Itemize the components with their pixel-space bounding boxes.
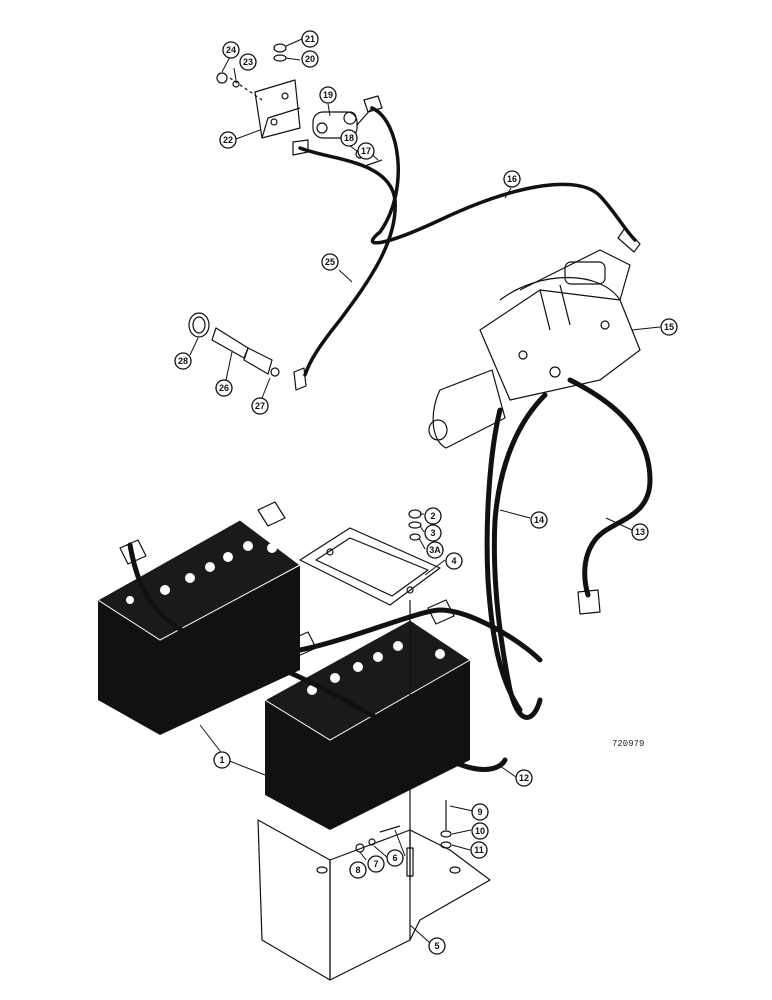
starter-solenoid (312, 107, 373, 139)
callout-13-label: 13 (635, 527, 645, 537)
callout-7: 7 (367, 855, 385, 873)
cable-16-terminal (617, 227, 641, 253)
callout-24: 24 (222, 41, 240, 59)
callout-25: 25 (321, 253, 339, 271)
callout-14-label: 14 (534, 515, 544, 525)
callout-27: 27 (251, 397, 269, 415)
callout-9-label: 9 (477, 807, 482, 817)
callout-3A-label: 3A (429, 545, 441, 555)
callout-9: 9 (471, 803, 489, 821)
cable-16 (370, 106, 637, 245)
callout-20-label: 20 (305, 54, 315, 64)
callout-27-label: 27 (255, 401, 265, 411)
callout-21-label: 21 (305, 34, 315, 44)
callout-22: 22 (219, 131, 237, 149)
callout-15: 15 (660, 318, 678, 336)
callout-16-label: 16 (507, 174, 517, 184)
callout-23-label: 23 (243, 57, 253, 67)
callout-16: 16 (503, 170, 521, 188)
callout-15-label: 15 (664, 322, 674, 332)
callout-21: 21 (301, 30, 319, 48)
tray-hardware (355, 800, 452, 853)
callout-26: 26 (215, 379, 233, 397)
callout-7-label: 7 (373, 859, 378, 869)
small-hardware (216, 43, 383, 167)
callout-19: 19 (319, 86, 337, 104)
callout-12-label: 12 (519, 773, 529, 783)
callout-19-label: 19 (323, 90, 333, 100)
callout-26-label: 26 (219, 383, 229, 393)
battery-front (264, 619, 471, 830)
callout-11-label: 11 (474, 845, 484, 855)
callout-18-label: 18 (344, 133, 354, 143)
callout-13: 13 (631, 523, 649, 541)
callout-28-label: 28 (178, 356, 188, 366)
callout-22-label: 22 (223, 135, 233, 145)
callout-3-label: 3 (430, 528, 435, 538)
callout-28: 28 (174, 352, 192, 370)
battery-rear (97, 519, 301, 735)
callout-8: 8 (349, 861, 367, 879)
callout-14: 14 (530, 511, 548, 529)
callout-10-label: 10 (475, 826, 485, 836)
callout-23: 23 (239, 53, 257, 71)
cable-12 (127, 542, 508, 772)
callout-8-label: 8 (355, 865, 360, 875)
callout-24-label: 24 (226, 45, 236, 55)
callout-18: 18 (340, 129, 358, 147)
callout-25-label: 25 (325, 257, 335, 267)
callout-20: 20 (301, 50, 319, 68)
drawing-number: 720979 (612, 739, 644, 749)
callout-4-label: 4 (451, 556, 456, 566)
leader-lines (189, 38, 661, 944)
callout-3: 3 (424, 524, 442, 542)
oil-pressure-switch (188, 312, 280, 377)
callout-4: 4 (445, 552, 463, 570)
solenoid-bracket (229, 77, 301, 139)
callout-2: 2 (424, 507, 442, 525)
callout-17: 17 (357, 142, 375, 160)
callout-6-label: 6 (392, 853, 397, 863)
callout-1-label: 1 (219, 755, 224, 765)
callout-5-label: 5 (434, 941, 439, 951)
cable-13 (567, 377, 653, 598)
hold-down-bracket (299, 527, 441, 606)
cable-25 (298, 146, 397, 377)
callout-3A: 3A (426, 541, 444, 559)
hold-down-hardware (408, 509, 422, 541)
callout-1: 1 (213, 751, 231, 769)
callout-17-label: 17 (361, 146, 371, 156)
callout-10: 10 (471, 822, 489, 840)
battery-tray (257, 819, 491, 981)
cable-14 (491, 392, 548, 720)
callout-12: 12 (515, 769, 533, 787)
starter-motor (428, 249, 641, 449)
callout-11: 11 (470, 841, 488, 859)
callout-6: 6 (386, 849, 404, 867)
callout-5: 5 (428, 937, 446, 955)
callout-2-label: 2 (430, 511, 435, 521)
